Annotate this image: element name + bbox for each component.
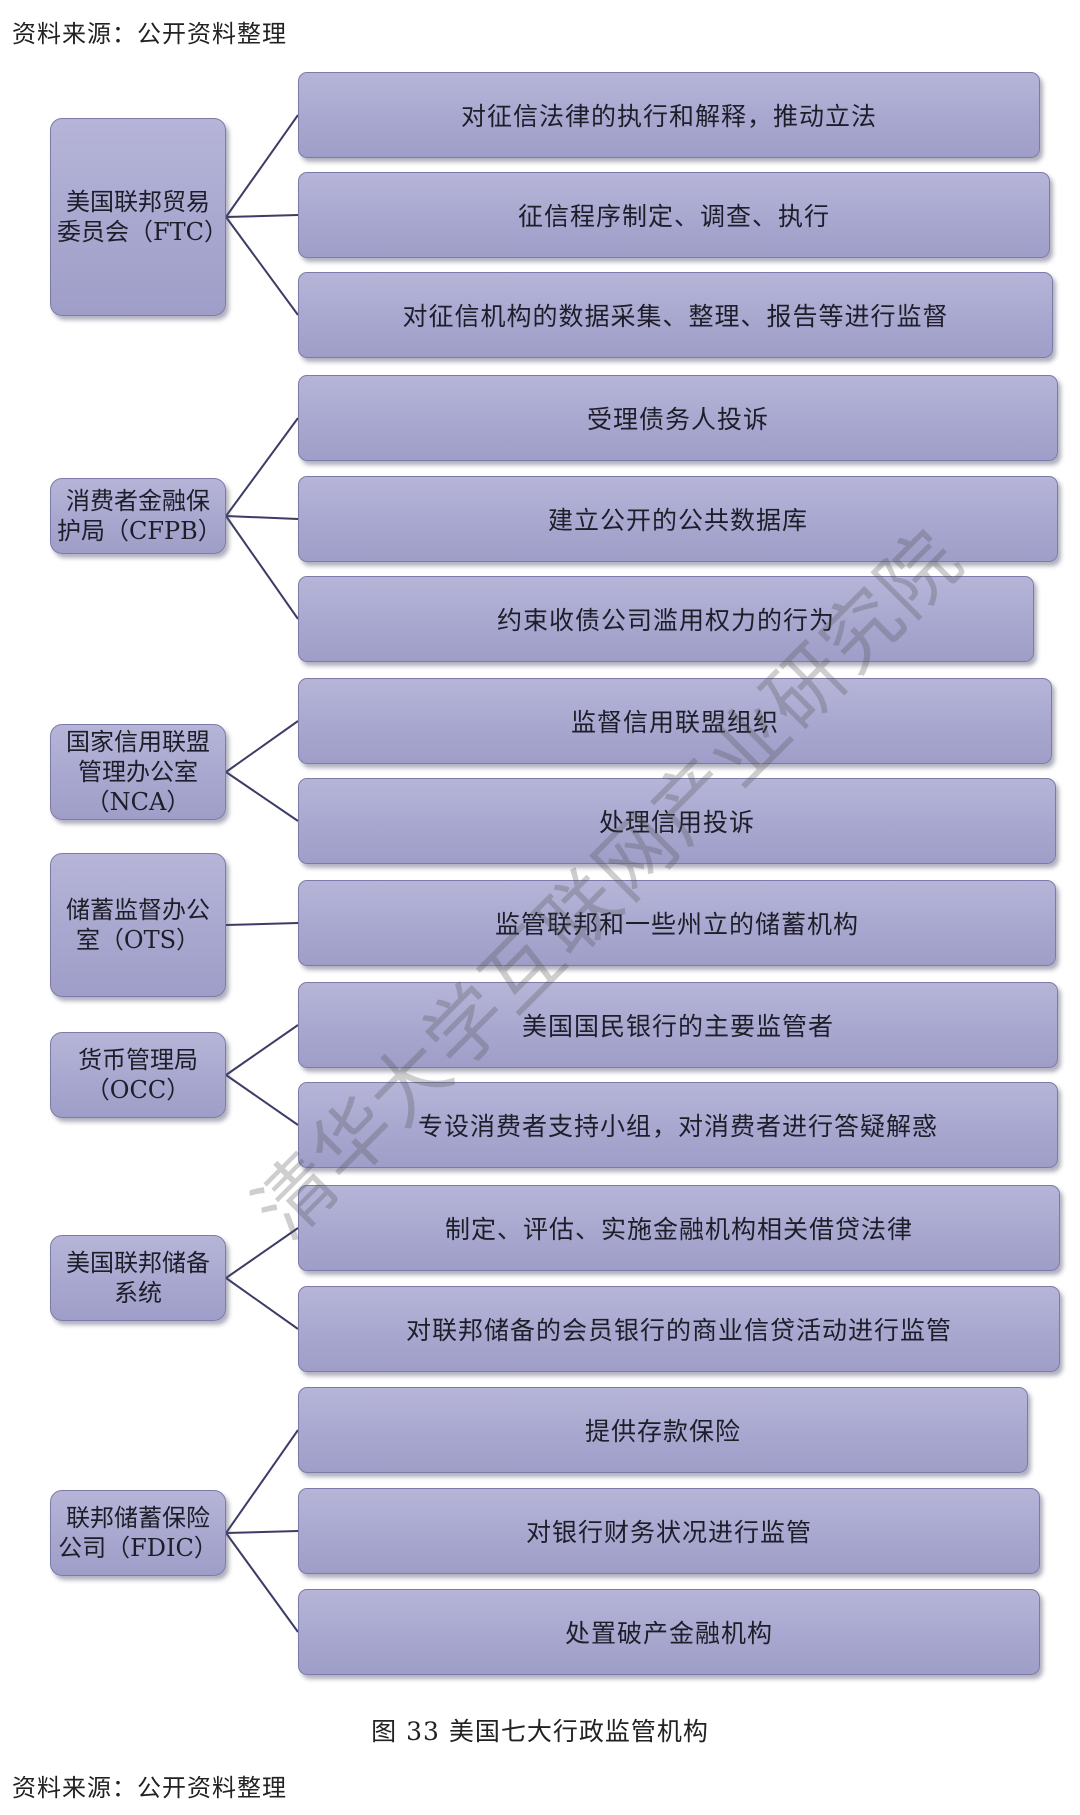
duty-cfpb-3: 约束收债公司滥用权力的行为 bbox=[298, 576, 1034, 662]
duty-cfpb-2: 建立公开的公共数据库 bbox=[298, 476, 1058, 562]
duty-cfpb-1: 受理债务人投诉 bbox=[298, 375, 1058, 461]
connector-agency-cfpb-duty-cfpb-2 bbox=[225, 515, 299, 520]
duty-occ-2: 专设消费者支持小组，对消费者进行答疑解惑 bbox=[298, 1082, 1058, 1168]
duty-ftc-1: 对征信法律的执行和解释，推动立法 bbox=[298, 72, 1040, 158]
duty-fdic-1: 提供存款保险 bbox=[298, 1387, 1028, 1473]
agency-occ: 货币管理局（OCC） bbox=[50, 1032, 226, 1118]
agency-nca: 国家信用联盟管理办公室（NCA） bbox=[50, 724, 226, 820]
connector-agency-fdic-duty-fdic-2 bbox=[225, 1530, 299, 1534]
duty-ftc-2: 征信程序制定、调查、执行 bbox=[298, 172, 1050, 258]
agency-fdic: 联邦储蓄保险公司（FDIC） bbox=[50, 1490, 226, 1576]
source-note-bottom: 资料来源：公开资料整理 bbox=[12, 1774, 287, 1802]
source-note-top: 资料来源：公开资料整理 bbox=[12, 20, 287, 48]
connector-agency-nca-duty-nca-1 bbox=[225, 720, 299, 773]
duty-nca-1: 监督信用联盟组织 bbox=[298, 678, 1052, 764]
duty-ots-1: 监管联邦和一些州立的储蓄机构 bbox=[298, 880, 1056, 966]
connector-agency-cfpb-duty-cfpb-1 bbox=[225, 417, 299, 517]
connector-agency-ots-duty-ots-1 bbox=[225, 922, 299, 926]
figure-caption: 图 33 美国七大行政监管机构 bbox=[371, 1717, 709, 1746]
connector-agency-occ-duty-occ-2 bbox=[225, 1074, 299, 1126]
connector-agency-ftc-duty-ftc-1 bbox=[225, 114, 299, 218]
agency-fed: 美国联邦储备系统 bbox=[50, 1235, 226, 1321]
agency-ots: 储蓄监督办公室（OTS） bbox=[50, 853, 226, 997]
duty-fdic-2: 对银行财务状况进行监管 bbox=[298, 1488, 1040, 1574]
duty-occ-1: 美国国民银行的主要监管者 bbox=[298, 982, 1058, 1068]
connector-agency-nca-duty-nca-2 bbox=[225, 771, 299, 822]
connector-agency-fed-duty-fed-2 bbox=[225, 1277, 299, 1330]
agency-ftc: 美国联邦贸易委员会（FTC） bbox=[50, 118, 228, 316]
connector-agency-ftc-duty-ftc-2 bbox=[225, 214, 299, 218]
connector-agency-cfpb-duty-cfpb-3 bbox=[225, 515, 299, 620]
connector-agency-occ-duty-occ-1 bbox=[225, 1024, 299, 1076]
agency-cfpb: 消费者金融保护局（CFPB） bbox=[50, 478, 226, 554]
duty-fed-1: 制定、评估、实施金融机构相关借贷法律 bbox=[298, 1185, 1060, 1271]
connector-agency-fdic-duty-fdic-1 bbox=[225, 1429, 299, 1534]
duty-ftc-3: 对征信机构的数据采集、整理、报告等进行监督 bbox=[298, 272, 1053, 358]
connector-agency-fed-duty-fed-1 bbox=[225, 1227, 299, 1279]
duty-fdic-3: 处置破产金融机构 bbox=[298, 1589, 1040, 1675]
connector-agency-ftc-duty-ftc-3 bbox=[225, 216, 299, 316]
duty-fed-2: 对联邦储备的会员银行的商业信贷活动进行监管 bbox=[298, 1286, 1060, 1372]
connector-agency-fdic-duty-fdic-3 bbox=[225, 1532, 299, 1633]
duty-nca-2: 处理信用投诉 bbox=[298, 778, 1056, 864]
